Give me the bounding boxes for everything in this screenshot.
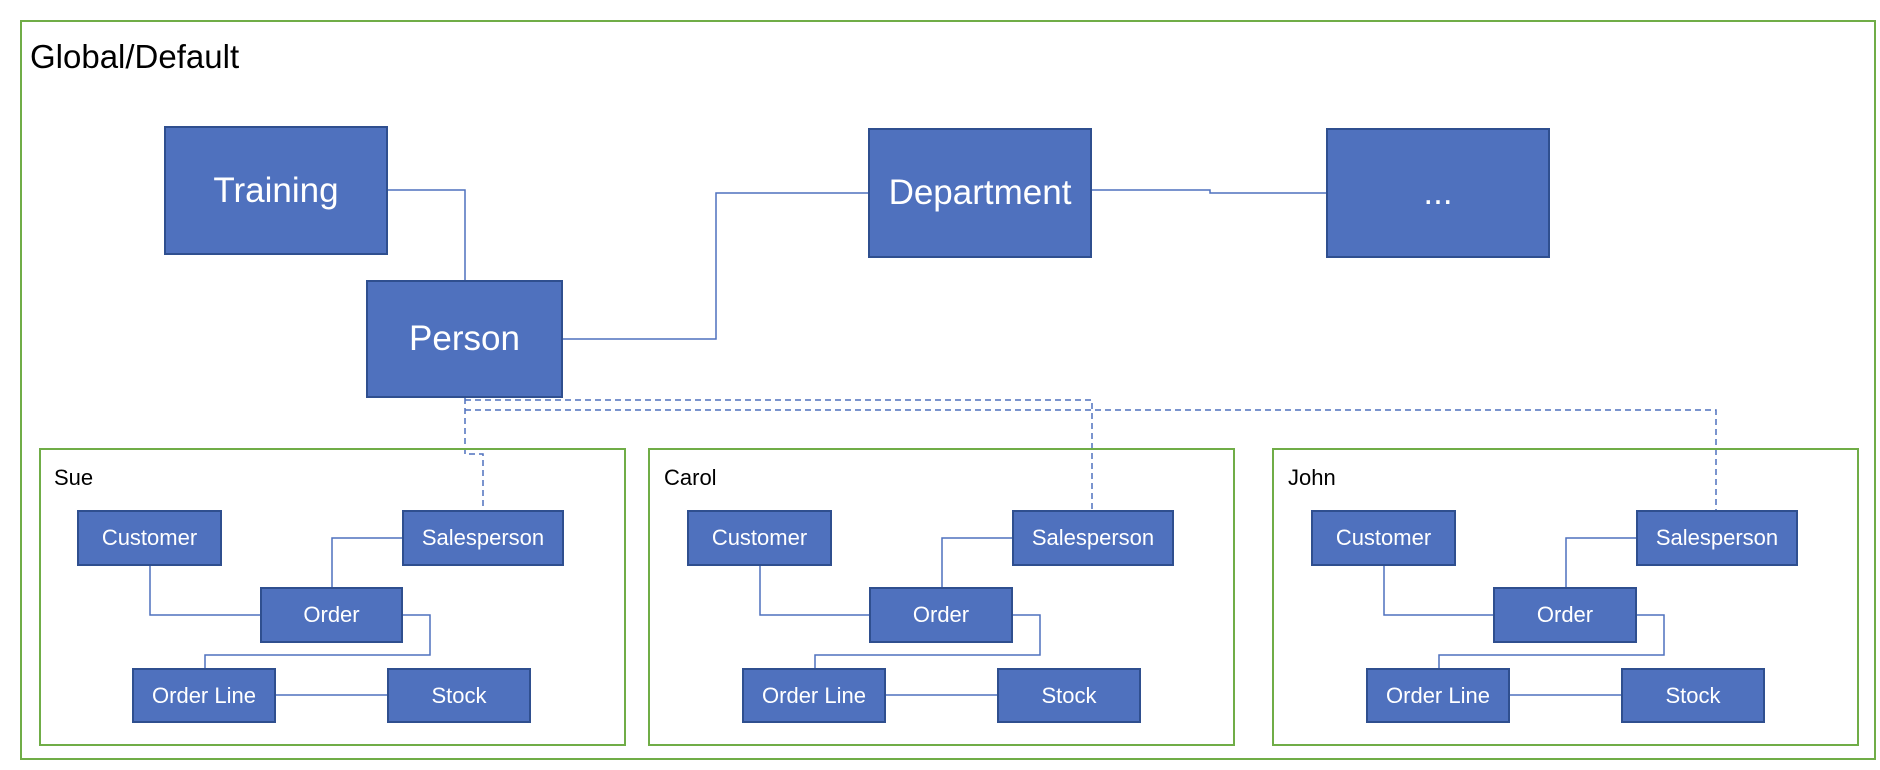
entity-more[interactable]: ... [1326,128,1550,258]
tenant-frame-carol [648,448,1235,746]
connector-person-salesperson-john [465,409,1717,512]
john-order-line[interactable]: Order Line [1366,668,1510,723]
entity-training[interactable]: Training [164,126,388,255]
tenant-frame-john [1272,448,1859,746]
carol-salesperson[interactable]: Salesperson [1012,510,1174,566]
global-frame [20,20,1876,760]
connector-carol-salesperson-order [941,537,1012,587]
sue-order-line[interactable]: Order Line [132,668,276,723]
tenant-name-carol: Carol [664,465,717,490]
connector-department-more [1092,189,1326,194]
tenant-name-sue: Sue [54,465,94,490]
sue-stock[interactable]: Stock [387,668,531,723]
connector-person-department [563,192,868,340]
entity-person[interactable]: Person [366,280,563,398]
carol-stock[interactable]: Stock [997,668,1141,723]
connector-sue-customer-order [149,566,260,616]
connector-carol-customer-order [759,566,869,616]
connector-carol-order-orderline [814,614,1041,668]
connector-john-order-orderline [1438,614,1665,668]
connector-person-salesperson-carol [465,399,1093,512]
connector-sue-order-orderline [204,614,431,668]
entity-department[interactable]: Department [868,128,1092,258]
connector-john-salesperson-order [1565,537,1636,587]
global-frame-title: Global/Default [30,38,240,75]
connector-person-salesperson-sue [464,398,484,512]
carol-order-line[interactable]: Order Line [742,668,886,723]
connector-john-customer-order [1383,566,1493,616]
carol-customer[interactable]: Customer [687,510,832,566]
sue-order[interactable]: Order [260,587,403,643]
carol-order[interactable]: Order [869,587,1013,643]
sue-salesperson[interactable]: Salesperson [402,510,564,566]
tenant-frame-sue [39,448,626,746]
tenant-name-john: John [1288,465,1336,490]
connector-training-person [388,189,466,282]
connector-sue-salesperson-order [331,537,402,587]
john-stock[interactable]: Stock [1621,668,1765,723]
john-salesperson[interactable]: Salesperson [1636,510,1798,566]
john-customer[interactable]: Customer [1311,510,1456,566]
sue-customer[interactable]: Customer [77,510,222,566]
john-order[interactable]: Order [1493,587,1637,643]
